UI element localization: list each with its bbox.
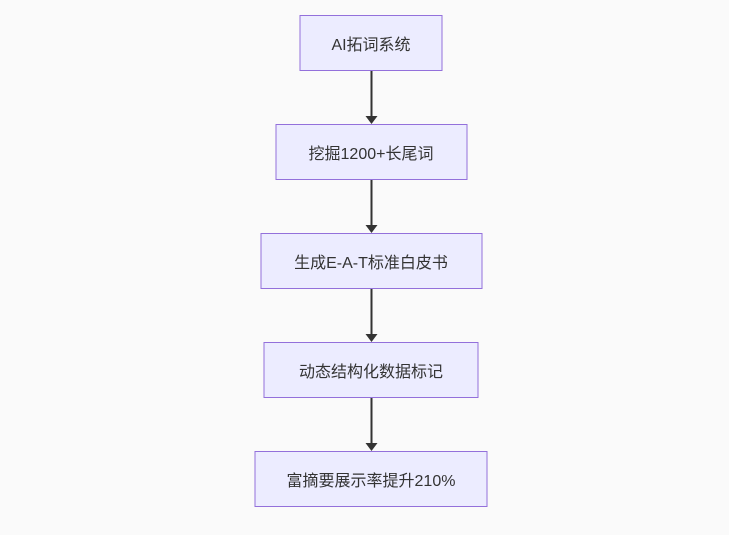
flow-node-rich-snippet-rate: 富摘要展示率提升210%: [254, 451, 488, 507]
arrowhead-icon: [365, 443, 377, 451]
arrow-line: [370, 398, 372, 445]
flow-node-longtail-keywords: 挖掘1200+长尾词: [275, 124, 467, 180]
flow-node-structured-data: 动态结构化数据标记: [263, 342, 479, 398]
arrowhead-icon: [365, 225, 377, 233]
arrow-line: [370, 180, 372, 227]
arrow-down-icon: [364, 180, 378, 233]
flowchart: AI拓词系统 挖掘1200+长尾词 生成E-A-T标准白皮书 动态结构化数据标记…: [254, 15, 488, 507]
arrow-down-icon: [364, 398, 378, 451]
arrow-down-icon: [364, 71, 378, 124]
arrowhead-icon: [365, 334, 377, 342]
arrow-down-icon: [364, 289, 378, 342]
arrow-line: [370, 71, 372, 118]
flow-node-ai-keyword-system: AI拓词系统: [299, 15, 443, 71]
flow-node-eat-whitepaper: 生成E-A-T标准白皮书: [260, 233, 482, 289]
arrowhead-icon: [365, 116, 377, 124]
arrow-line: [370, 289, 372, 336]
